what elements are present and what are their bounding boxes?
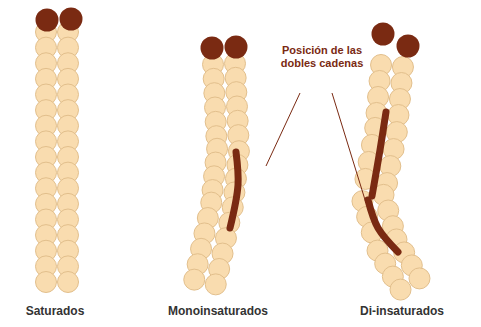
fatty-acid-chain — [36, 8, 83, 293]
carboxyl-head — [60, 8, 83, 31]
fatty-acid-chain — [352, 23, 430, 301]
carbon-atom — [58, 272, 79, 293]
callout-label: Posición de las dobles cadenas — [274, 44, 370, 70]
double-bond — [230, 152, 238, 228]
carbon-atom — [205, 274, 226, 295]
carbon-atom — [390, 279, 411, 300]
carbon-atom — [184, 269, 205, 290]
carbon-atom — [36, 272, 57, 293]
double-bond — [372, 112, 386, 196]
carbon-atom — [409, 268, 430, 289]
double-bond — [368, 200, 398, 252]
leader-line — [332, 93, 366, 203]
carboxyl-head — [225, 36, 248, 59]
leader-line — [266, 93, 300, 166]
caption-label: Monoinsaturados — [168, 304, 268, 318]
caption-label: Saturados — [26, 304, 85, 318]
caption-label: Di-insaturados — [360, 304, 444, 318]
carboxyl-head — [397, 35, 420, 58]
carboxyl-head — [201, 37, 224, 60]
carboxyl-head — [36, 9, 59, 32]
fatty-acid-chain — [184, 36, 250, 295]
carboxyl-head — [372, 23, 395, 46]
